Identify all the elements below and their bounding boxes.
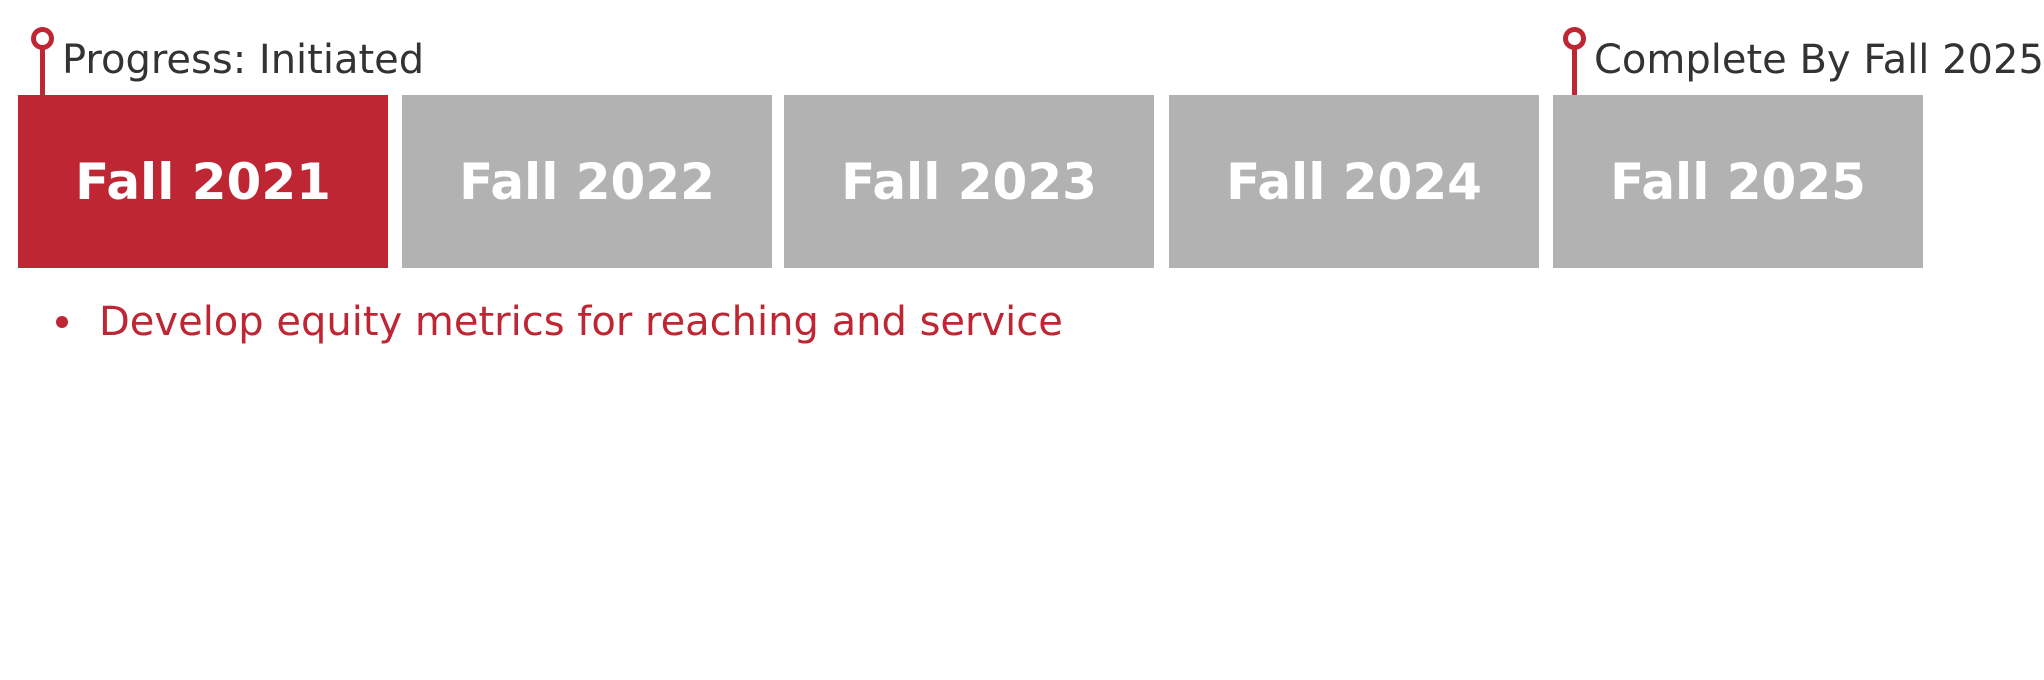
segment-label: Fall 2024 <box>1226 152 1482 211</box>
pin-stem <box>1572 48 1577 95</box>
bullet-icon <box>56 316 68 328</box>
timeline: Fall 2021 Fall 2022 Fall 2023 Fall 2024 … <box>0 95 2020 271</box>
completion-target-label: Complete By Fall 2025 <box>1594 37 2044 83</box>
timeline-segment-fall-2021: Fall 2021 <box>18 95 388 268</box>
timeline-segment-fall-2022: Fall 2022 <box>402 95 772 268</box>
timeline-segment-fall-2023: Fall 2023 <box>784 95 1154 268</box>
segment-label: Fall 2022 <box>459 152 715 211</box>
progress-status-label: Progress: Initiated <box>62 37 425 83</box>
list-item: Develop equity metrics for reaching and … <box>50 292 1063 352</box>
segment-label: Fall 2025 <box>1610 152 1866 211</box>
timeline-segment-fall-2024: Fall 2024 <box>1169 95 1539 268</box>
pin-stem <box>40 48 45 95</box>
pin-icon <box>1563 27 1586 50</box>
timeline-segment-fall-2025: Fall 2025 <box>1553 95 1923 268</box>
end-marker: Complete By Fall 2025 <box>1563 27 2044 95</box>
list-item-text: Develop equity metrics for reaching and … <box>99 299 1063 345</box>
pin-icon <box>31 27 54 50</box>
segment-label: Fall 2021 <box>75 152 331 211</box>
start-marker: Progress: Initiated <box>31 27 424 95</box>
milestone-list: Develop equity metrics for reaching and … <box>50 292 1063 352</box>
segment-label: Fall 2023 <box>841 152 1097 211</box>
